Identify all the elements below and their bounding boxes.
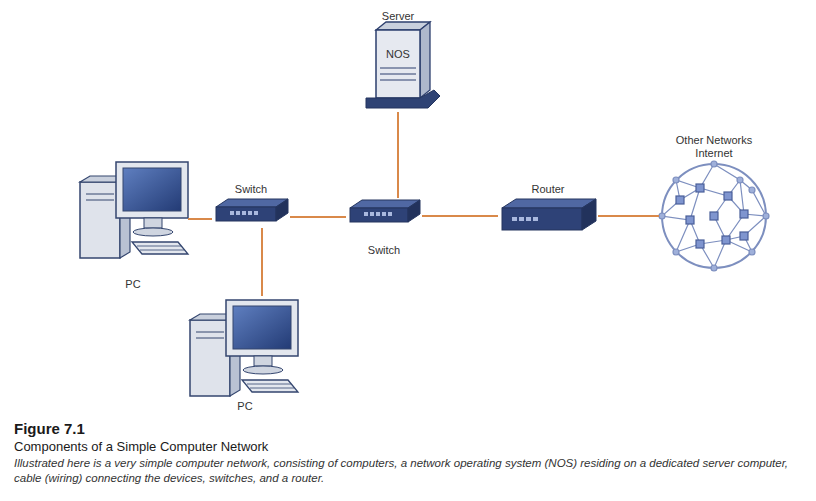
switch-node: Switch <box>346 198 422 262</box>
server-node: ServerNOS <box>358 6 438 112</box>
server-drawing <box>366 22 440 108</box>
device-label: Router <box>498 183 598 196</box>
device-label: PC <box>78 278 188 291</box>
pc-drawing <box>190 300 298 396</box>
figure-caption: Components of a Simple Computer Network <box>14 439 804 455</box>
internet-drawing <box>659 161 769 271</box>
device-label: Server <box>358 10 438 23</box>
network-cable <box>261 228 263 296</box>
network-cloud-node: Other Networks Internet <box>659 132 769 272</box>
device-label: Switch <box>346 244 422 257</box>
device-label: PC <box>188 400 302 413</box>
network-cable <box>188 218 212 220</box>
device-label: Other Networks Internet <box>668 134 760 160</box>
network-cable <box>290 216 346 218</box>
network-cable <box>598 215 659 217</box>
network-cable <box>397 112 399 198</box>
pc-node: PC <box>188 296 302 416</box>
switch-drawing <box>350 200 420 222</box>
figure-number: Figure 7.1 <box>14 420 314 438</box>
pc-node: PC <box>78 158 188 293</box>
pc-drawing <box>80 162 188 258</box>
switch-drawing <box>216 199 288 221</box>
device-label: Switch <box>212 183 290 196</box>
switch-node: Switch <box>212 181 290 228</box>
network-cable <box>422 215 498 217</box>
os-label: NOS <box>358 48 438 61</box>
router-drawing <box>502 199 596 230</box>
caption-note: Illustrated here is a very simple comput… <box>14 456 804 486</box>
router-node: Router <box>498 181 598 233</box>
